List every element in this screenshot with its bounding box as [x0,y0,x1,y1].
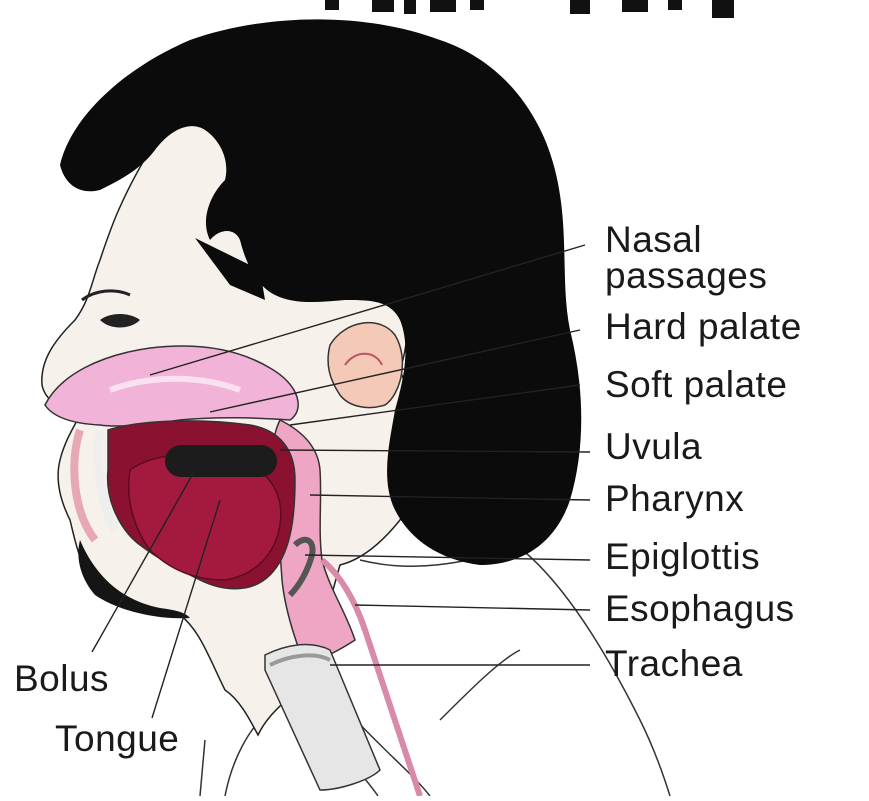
label-epiglottis: Epiglottis [605,538,760,575]
label-nasal-line-2: passages [605,258,767,294]
label-trachea: Trachea [605,645,743,682]
cropped-title-fragment [325,0,734,18]
label-uvula: Uvula [605,428,702,465]
leader-esophagus [355,605,590,610]
label-nasal-line-1: Nasal [605,222,767,258]
label-soft-palate: Soft palate [605,366,787,403]
label-pharynx: Pharynx [605,480,744,517]
trachea-tube [265,645,380,790]
ear [328,323,402,408]
label-hard-palate: Hard palate [605,308,802,345]
bolus [165,445,277,477]
label-tongue: Tongue [55,720,179,757]
label-nasal-passages: Nasal passages [605,222,767,294]
label-bolus: Bolus [14,660,109,697]
label-esophagus: Esophagus [605,590,795,627]
